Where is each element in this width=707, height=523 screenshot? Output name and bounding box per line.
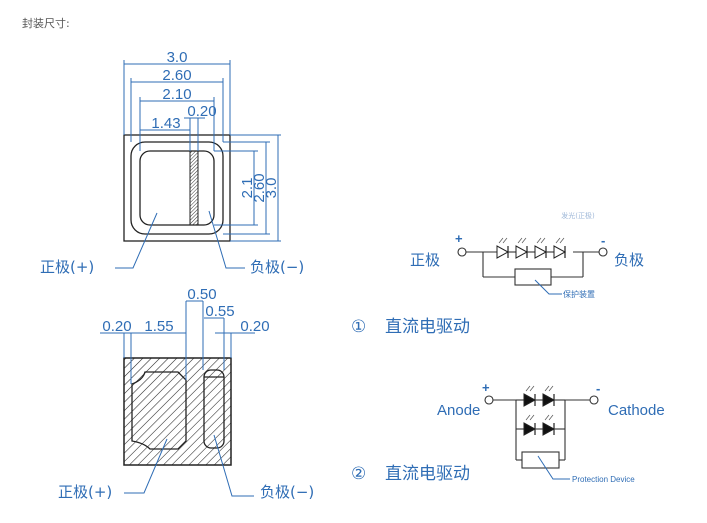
bottom-view-cathode-pad bbox=[203, 369, 225, 449]
circuit-2-minus-sign: - bbox=[596, 381, 600, 396]
circuit-2-cathode-label: Cathode bbox=[608, 402, 665, 419]
circuit-1-caption: 直流电驱动 bbox=[385, 317, 470, 337]
circuit-1-positive-label: 正极 bbox=[410, 251, 440, 269]
bottom-view-drawing: 0.50 0.55 0.20 1.55 0.20 bbox=[100, 286, 270, 497]
top-view-negative-label: 负极(−) bbox=[250, 258, 304, 276]
top-view-positive-label: 正极(+) bbox=[40, 258, 94, 276]
circuit-1-faint-caption: 发光(正极) bbox=[561, 211, 595, 220]
top-view-vertical-dimensions bbox=[214, 134, 281, 242]
top-positive-leader bbox=[115, 212, 158, 269]
dim-top-separator-0-20: 0.20 bbox=[187, 103, 216, 120]
circuit-1-led-string bbox=[496, 237, 567, 259]
circuit-1-plus-sign: + bbox=[455, 231, 463, 246]
dim-bottom-gap-0-50: 0.50 bbox=[187, 286, 216, 303]
top-view-lens-inner bbox=[139, 150, 215, 226]
circuit-2-anode-label: Anode bbox=[437, 402, 480, 419]
led-diode-icon bbox=[542, 385, 556, 407]
led-diode-icon bbox=[542, 414, 556, 436]
dim-bottom-right-0-20: 0.20 bbox=[240, 318, 269, 335]
led-diode-icon bbox=[523, 414, 537, 436]
circuit-1-negative-label: 负极 bbox=[614, 251, 644, 269]
circuit-2-caption-number: ② bbox=[351, 464, 366, 484]
dim-bottom-anode-1-55: 1.55 bbox=[144, 318, 173, 335]
dim-top-width-2-60: 2.60 bbox=[162, 67, 191, 84]
circuit-1-protection-label: 保护装置 bbox=[563, 289, 595, 299]
circuit-2-protection-leader bbox=[537, 455, 570, 480]
package-dimensions-title: 封装尺寸: bbox=[22, 17, 70, 30]
dim-top-anode-1-43: 1.43 bbox=[151, 115, 180, 132]
circuit-2-schematic: + - bbox=[482, 380, 600, 480]
bottom-view-positive-label: 正极(+) bbox=[58, 483, 112, 501]
bottom-negative-leader bbox=[213, 434, 254, 497]
led-diode-icon bbox=[534, 237, 548, 259]
circuit-2-negative-terminal bbox=[589, 395, 599, 405]
top-view-separator bbox=[189, 150, 199, 226]
circuit-1-protection-device bbox=[514, 268, 552, 286]
dim-bottom-left-0-20: 0.20 bbox=[102, 318, 131, 335]
circuit-2-caption: 直流电驱动 bbox=[385, 464, 470, 484]
circuit-1-protection-leader bbox=[534, 279, 562, 295]
top-view-horizontal-dimensions bbox=[123, 60, 231, 151]
circuit-1-negative-terminal bbox=[598, 247, 608, 257]
dim-top-width-3-0: 3.0 bbox=[167, 49, 188, 66]
led-diode-icon bbox=[553, 237, 567, 259]
top-view-drawing: 3.0 2.60 2.10 0.20 1.43 2.1 2.60 3.0 bbox=[115, 49, 281, 269]
top-view-lens-outer bbox=[130, 141, 224, 235]
circuit-1-caption-number: ① bbox=[351, 317, 366, 337]
circuit-1-schematic: 发光(正极) + - bbox=[455, 211, 608, 295]
circuit-1-minus-sign: - bbox=[601, 233, 605, 248]
top-negative-leader bbox=[208, 210, 245, 269]
circuit-2-led-array bbox=[516, 385, 565, 436]
circuit-2-protection-label: Protection Device bbox=[572, 475, 635, 484]
circuit-2-plus-sign: + bbox=[482, 380, 490, 395]
circuit-2-positive-terminal bbox=[484, 395, 494, 405]
circuit-2-protection-device bbox=[521, 451, 560, 469]
dim-top-height-3-0: 3.0 bbox=[263, 178, 280, 199]
top-view-outline bbox=[123, 134, 231, 242]
dim-top-width-2-10: 2.10 bbox=[162, 86, 191, 103]
bottom-positive-leader bbox=[124, 438, 168, 494]
circuit-1-positive-terminal bbox=[457, 247, 467, 257]
bottom-view-anode-pad bbox=[131, 371, 187, 450]
bottom-view-outline bbox=[123, 357, 232, 466]
bottom-view-negative-label: 负极(−) bbox=[260, 483, 314, 501]
bottom-view-dimensions bbox=[100, 300, 255, 384]
led-diode-icon bbox=[523, 385, 537, 407]
dim-top-height-2-60: 2.60 bbox=[251, 173, 268, 202]
led-diode-icon bbox=[515, 237, 529, 259]
dim-bottom-cathode-0-55: 0.55 bbox=[205, 303, 234, 320]
dim-top-height-2-1: 2.1 bbox=[239, 178, 256, 199]
led-diode-icon bbox=[496, 237, 510, 259]
